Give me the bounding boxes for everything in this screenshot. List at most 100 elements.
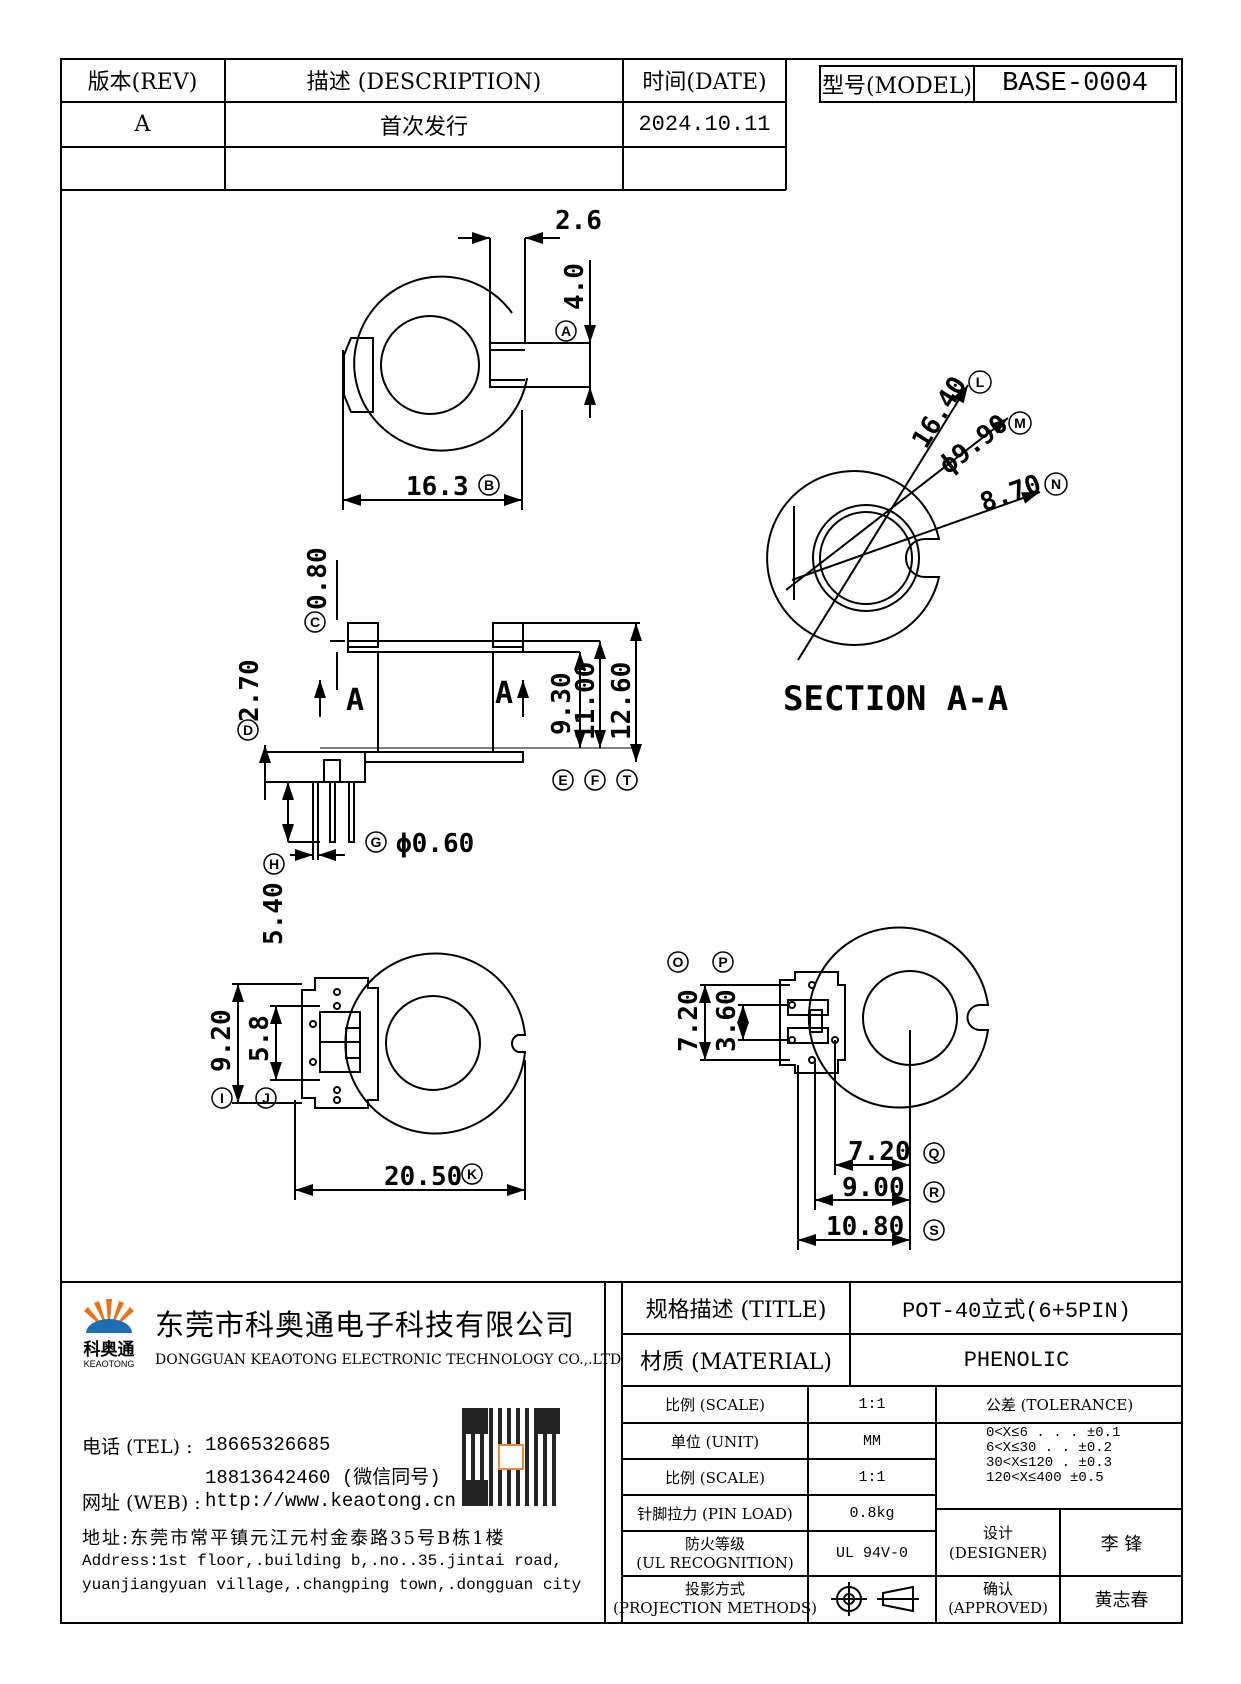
svg-text:R: R [929, 1184, 939, 1200]
svg-text:N: N [1051, 476, 1061, 492]
svg-text:O: O [673, 954, 684, 970]
tolerance-label: 公差 (TOLERANCE) [985, 1396, 1134, 1414]
scale-value: 1:1 [858, 1396, 886, 1413]
svg-text:H: H [269, 856, 279, 872]
tag-t: T [616, 769, 638, 791]
dim-20-50: 20.50 [384, 1162, 462, 1192]
tag-p: P [712, 951, 734, 973]
dim-0-80: 0.80 [303, 547, 333, 610]
scale2-label: 比例 (SCALE) [665, 1468, 765, 1487]
section-mark-left: A [346, 683, 364, 718]
title-block-lines [60, 1281, 1183, 1622]
svg-text:M: M [1014, 415, 1026, 431]
tag-d: D [237, 719, 259, 741]
pin-load-label: 针脚拉力 (PIN LOAD) [637, 1504, 793, 1523]
model-value: BASE-0004 [1002, 69, 1148, 99]
svg-text:Q: Q [929, 1145, 940, 1161]
tag-s: S [923, 1219, 945, 1241]
date-header: 时间(DATE) [642, 70, 767, 95]
tolerance-row: 6<X≤30 . . ±0.2 [986, 1440, 1113, 1456]
dim-2-70: 2.70 [235, 659, 265, 722]
top-view [342, 232, 596, 510]
qr-code [462, 1408, 560, 1506]
tag-q: Q [923, 1142, 945, 1164]
svg-text:J: J [262, 1090, 270, 1106]
sun-logo-icon [84, 1299, 134, 1333]
svg-text:C: C [310, 614, 320, 630]
tag-c: C [304, 611, 326, 633]
address-en-line-2: yuanjiangyuan village,.changping town,.d… [82, 1576, 582, 1594]
tag-i: I [211, 1087, 233, 1109]
tag-r: R [923, 1181, 945, 1203]
tag-o: O [667, 951, 689, 973]
bottom-left-view [232, 952, 527, 1200]
svg-text:G: G [371, 834, 382, 850]
tolerance-row: 30<X≤120 . ±0.3 [986, 1455, 1113, 1471]
tolerance-row: 0<X≤6 . . . ±0.1 [986, 1425, 1121, 1441]
tag-m: M [1008, 411, 1032, 435]
address-cn: 地址:东莞市常平镇元江元村金泰路35号B栋1楼 [82, 1528, 506, 1549]
tag-k: K [461, 1163, 483, 1185]
scale-label: 比例 (SCALE) [665, 1396, 765, 1414]
svg-text:I: I [220, 1090, 224, 1106]
dim-12-60: 12.60 [607, 662, 637, 740]
dim-9-00: 9.00 [842, 1173, 905, 1203]
approved-label: 确认(APPROVED) [948, 1580, 1048, 1617]
dim-7-20-vertical: 7.20 [674, 989, 704, 1052]
tag-f: F [584, 769, 606, 791]
dim-9-20: 9.20 [207, 1009, 237, 1072]
tag-e: E [552, 769, 574, 791]
company-name-en: DONGGUAN KEAOTONG ELECTRONIC TECHNOLOGY … [155, 1352, 622, 1368]
tolerance-list: 0<X≤6 . . . ±0.1 6<X≤30 . . ±0.2 30<X≤12… [986, 1426, 1120, 1486]
dim-3-60: 3.60 [712, 989, 742, 1052]
company-logo: 科奥通 KEAOTONG [76, 1293, 142, 1369]
svg-text:E: E [558, 772, 567, 788]
designer-value: 李 锋 [1100, 1533, 1143, 1555]
ul-label: 防火等级(UL RECOGNITION) [636, 1534, 794, 1572]
address-en-line-1: Address:1st floor,.building b,.no..35.ji… [82, 1552, 563, 1570]
svg-text:D: D [243, 722, 253, 738]
description-header: 描述 (DESCRIPTION) [306, 70, 542, 95]
tag-h: H [263, 853, 285, 875]
tel-1: 18665326685 [205, 1434, 331, 1456]
dim-4-0: 4.0 [560, 263, 590, 310]
projection-symbol-icon [808, 1576, 936, 1622]
date-value: 2024.10.11 [638, 112, 771, 137]
dim-5-8: 5.8 [245, 1015, 275, 1062]
bottom-right-view [699, 926, 990, 1250]
rev-value: A [134, 112, 151, 137]
unit-value: MM [862, 1432, 881, 1450]
svg-text:K: K [467, 1166, 477, 1182]
rev-header: 版本(REV) [87, 70, 198, 95]
model-label: 型号(MODEL) [821, 74, 973, 99]
title-label: 规格描述 (TITLE) [645, 1298, 827, 1323]
dim-pin-diameter: ϕ0.60 [396, 829, 474, 859]
dim-5-40: 5.40 [259, 882, 289, 945]
tag-b: B [478, 474, 500, 496]
logo-text: 科奥通 [83, 1340, 135, 1360]
tel-label: 电话 (TEL) : [82, 1436, 193, 1458]
section-view [766, 384, 1041, 661]
web-url[interactable]: http://www.keaotong.cn [205, 1490, 456, 1512]
title-value: POT-40立式(6+5PIN) [902, 1299, 1131, 1324]
tel-2: 18813642460 (微信同号) [205, 1467, 441, 1489]
side-view [259, 560, 642, 861]
svg-text:T: T [623, 772, 632, 788]
material-label: 材质 (MATERIAL) [640, 1350, 832, 1375]
unit-label: 单位 (UNIT) [670, 1432, 760, 1451]
scale2-value: 1:1 [858, 1468, 886, 1486]
description-value: 首次发行 [379, 114, 468, 140]
dim-10-80: 10.80 [826, 1212, 904, 1242]
company-name-cn: 东莞市科奥通电子科技有限公司 [155, 1308, 576, 1342]
dim-16-3: 16.3 [406, 472, 469, 502]
dim-8-70: 8.70 [976, 469, 1045, 519]
dim-7-20-horizontal: 7.20 [848, 1137, 911, 1167]
svg-text:P: P [718, 954, 727, 970]
dim-9-30: 9.30 [547, 672, 577, 735]
ul-value: UL 94V-0 [835, 1545, 908, 1562]
logo-subtext: KEAOTONG [83, 1359, 135, 1369]
svg-text:B: B [484, 477, 494, 493]
tag-l: L [968, 370, 992, 394]
approved-value: 黄志春 [1094, 1590, 1149, 1611]
tolerance-row: 120<X≤400 ±0.5 [986, 1470, 1104, 1486]
